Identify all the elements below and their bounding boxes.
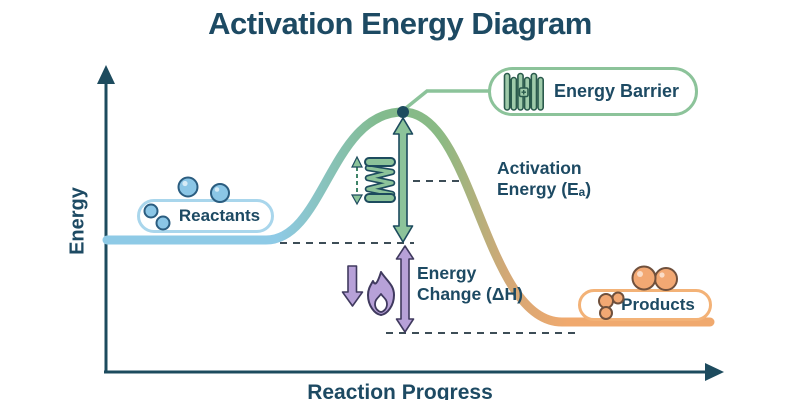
x-axis bbox=[104, 363, 724, 381]
energy-barrier-pill: Energy Barrier bbox=[488, 67, 698, 116]
page-title: Activation Energy Diagram bbox=[208, 6, 592, 41]
y-axis bbox=[97, 65, 115, 372]
energy-change-label-line2: Change (ΔH) bbox=[417, 284, 523, 305]
energy-change-arrow bbox=[395, 245, 415, 333]
spring-compression-icon bbox=[350, 155, 396, 206]
transition-state-dot bbox=[397, 106, 409, 118]
x-axis-arrow-icon bbox=[705, 363, 724, 381]
flame-icon bbox=[367, 271, 395, 316]
reactants-pill: Reactants bbox=[137, 199, 274, 233]
reactants-label: Reactants bbox=[178, 206, 261, 225]
energy-change-label-line1: Energy bbox=[417, 263, 477, 283]
y-axis-arrow-icon bbox=[97, 65, 115, 84]
products-label: Products bbox=[621, 295, 695, 314]
energy-barrier-label: Energy Barrier bbox=[554, 81, 680, 101]
energy-change-label: Energy Change (ΔH) bbox=[417, 263, 523, 306]
x-axis-label: Reaction Progress bbox=[307, 381, 493, 400]
fence-icon bbox=[503, 72, 545, 112]
y-axis-label: Energy bbox=[66, 187, 89, 255]
activation-energy-label: Activation Energy (Eₐ) bbox=[497, 158, 591, 201]
barrier-connector-line bbox=[404, 89, 492, 110]
activation-energy-arrow bbox=[392, 117, 414, 243]
energy-release-arrow-icon bbox=[341, 265, 364, 307]
products-pill: Products bbox=[578, 289, 712, 321]
activation-energy-label-line2: Energy (Eₐ) bbox=[497, 179, 592, 200]
activation-energy-label-line1: Activation bbox=[497, 158, 582, 178]
